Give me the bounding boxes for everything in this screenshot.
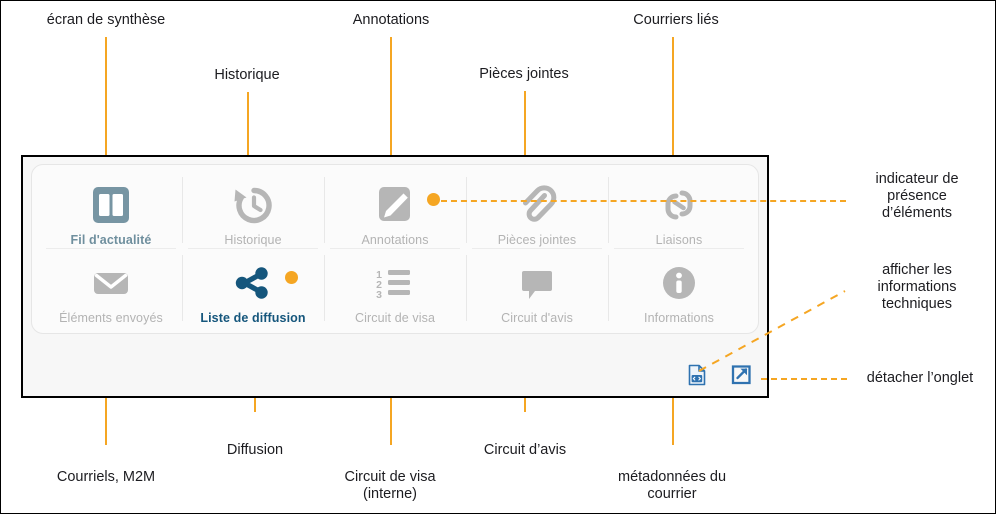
tab-label: Circuit de visa bbox=[355, 311, 435, 325]
tab-label: Fil d'actualité bbox=[70, 233, 152, 247]
leader-line-courriels-m2m bbox=[105, 398, 107, 445]
callout-historique: Historique bbox=[214, 67, 280, 83]
tab-liaisons[interactable]: Liaisons bbox=[608, 171, 750, 249]
speech-bubble-icon bbox=[515, 258, 559, 308]
envelope-icon bbox=[88, 258, 134, 308]
presence-indicator-dot bbox=[285, 271, 298, 284]
callout-afficher-informations-techniques: afficher les informations techniques bbox=[877, 262, 957, 312]
leader-line-pieces-jointes bbox=[524, 91, 526, 156]
callout-pieces-jointes: Pièces jointes bbox=[479, 66, 569, 82]
paperclip-icon bbox=[516, 180, 558, 230]
leader-dash-detacher-onglet bbox=[761, 378, 847, 380]
leader-line-circuit-de-visa bbox=[390, 398, 392, 445]
tab-label: Informations bbox=[644, 311, 714, 325]
tab-label: Historique bbox=[224, 233, 282, 247]
columns-icon bbox=[89, 180, 133, 230]
leader-line-ecran-de-synthese bbox=[105, 37, 107, 156]
callout-courriers-lies: Courriers liés bbox=[633, 12, 719, 28]
leader-line-historique bbox=[247, 92, 249, 156]
callout-circuit-de-visa-interne: Circuit de visa (interne) bbox=[344, 469, 436, 502]
info-circle-icon bbox=[657, 258, 701, 308]
svg-text:3: 3 bbox=[376, 289, 382, 301]
leader-line-metadonnees bbox=[672, 398, 674, 445]
svg-text:2: 2 bbox=[376, 279, 382, 291]
tab-annotations[interactable]: Annotations bbox=[324, 171, 466, 249]
tab-label: Annotations bbox=[361, 233, 429, 247]
tab-elements-envoyes[interactable]: Éléments envoyés bbox=[40, 249, 182, 327]
tab-label: Liste de diffusion bbox=[200, 311, 306, 325]
callout-annotations: Annotations bbox=[352, 12, 430, 28]
numbered-list-icon: 1 2 3 bbox=[370, 258, 420, 308]
tab-panel: Fil d'actualité Historique bbox=[21, 155, 769, 398]
presence-indicator-dot bbox=[427, 193, 440, 206]
callout-ecran-de-synthese: écran de synthèse bbox=[46, 12, 166, 28]
leader-line-courriers-lies bbox=[672, 37, 674, 156]
callout-indicateur-presence: indicateur de présence d’éléments bbox=[875, 171, 959, 221]
tab-circuit-davis[interactable]: Circuit d'avis bbox=[466, 249, 608, 327]
callout-courriels-m2m: Courriels, M2M bbox=[56, 469, 156, 485]
tab-pieces-jointes[interactable]: Pièces jointes bbox=[466, 171, 608, 249]
leader-line-diffusion bbox=[254, 398, 256, 412]
tab-label: Pièces jointes bbox=[497, 233, 577, 247]
callout-detacher-onglet: détacher l’onglet bbox=[866, 370, 974, 386]
tab-circuit-de-visa[interactable]: 1 2 3 Circuit de visa bbox=[324, 249, 466, 327]
tab-label: Éléments envoyés bbox=[59, 311, 163, 325]
tab-grid: Fil d'actualité Historique bbox=[40, 171, 750, 327]
leader-dash-indicateur-presence bbox=[441, 200, 846, 202]
callout-metadonnees-du-courrier: métadonnées du courrier bbox=[617, 469, 727, 502]
callout-diffusion: Diffusion bbox=[226, 442, 284, 458]
tab-fil-dactualite[interactable]: Fil d'actualité bbox=[40, 171, 182, 249]
link-icon bbox=[658, 180, 700, 230]
share-nodes-icon bbox=[231, 258, 275, 308]
tab-card: Fil d'actualité Historique bbox=[31, 164, 759, 334]
tab-label: Liaisons bbox=[655, 233, 703, 247]
leader-dash-afficher-informations-techniques bbox=[696, 286, 848, 376]
history-icon bbox=[230, 180, 276, 230]
pencil-square-icon bbox=[374, 180, 416, 230]
svg-text:1: 1 bbox=[376, 269, 382, 281]
tab-label: Circuit d'avis bbox=[501, 311, 573, 325]
tab-liste-de-diffusion[interactable]: Liste de diffusion bbox=[182, 249, 324, 327]
tab-historique[interactable]: Historique bbox=[182, 171, 324, 249]
external-link-icon[interactable] bbox=[731, 364, 751, 386]
leader-line-annotations bbox=[390, 37, 392, 156]
leader-line-circuit-davis bbox=[524, 398, 526, 412]
tab-informations[interactable]: Informations bbox=[608, 249, 750, 327]
callout-circuit-davis: Circuit d’avis bbox=[483, 442, 567, 458]
